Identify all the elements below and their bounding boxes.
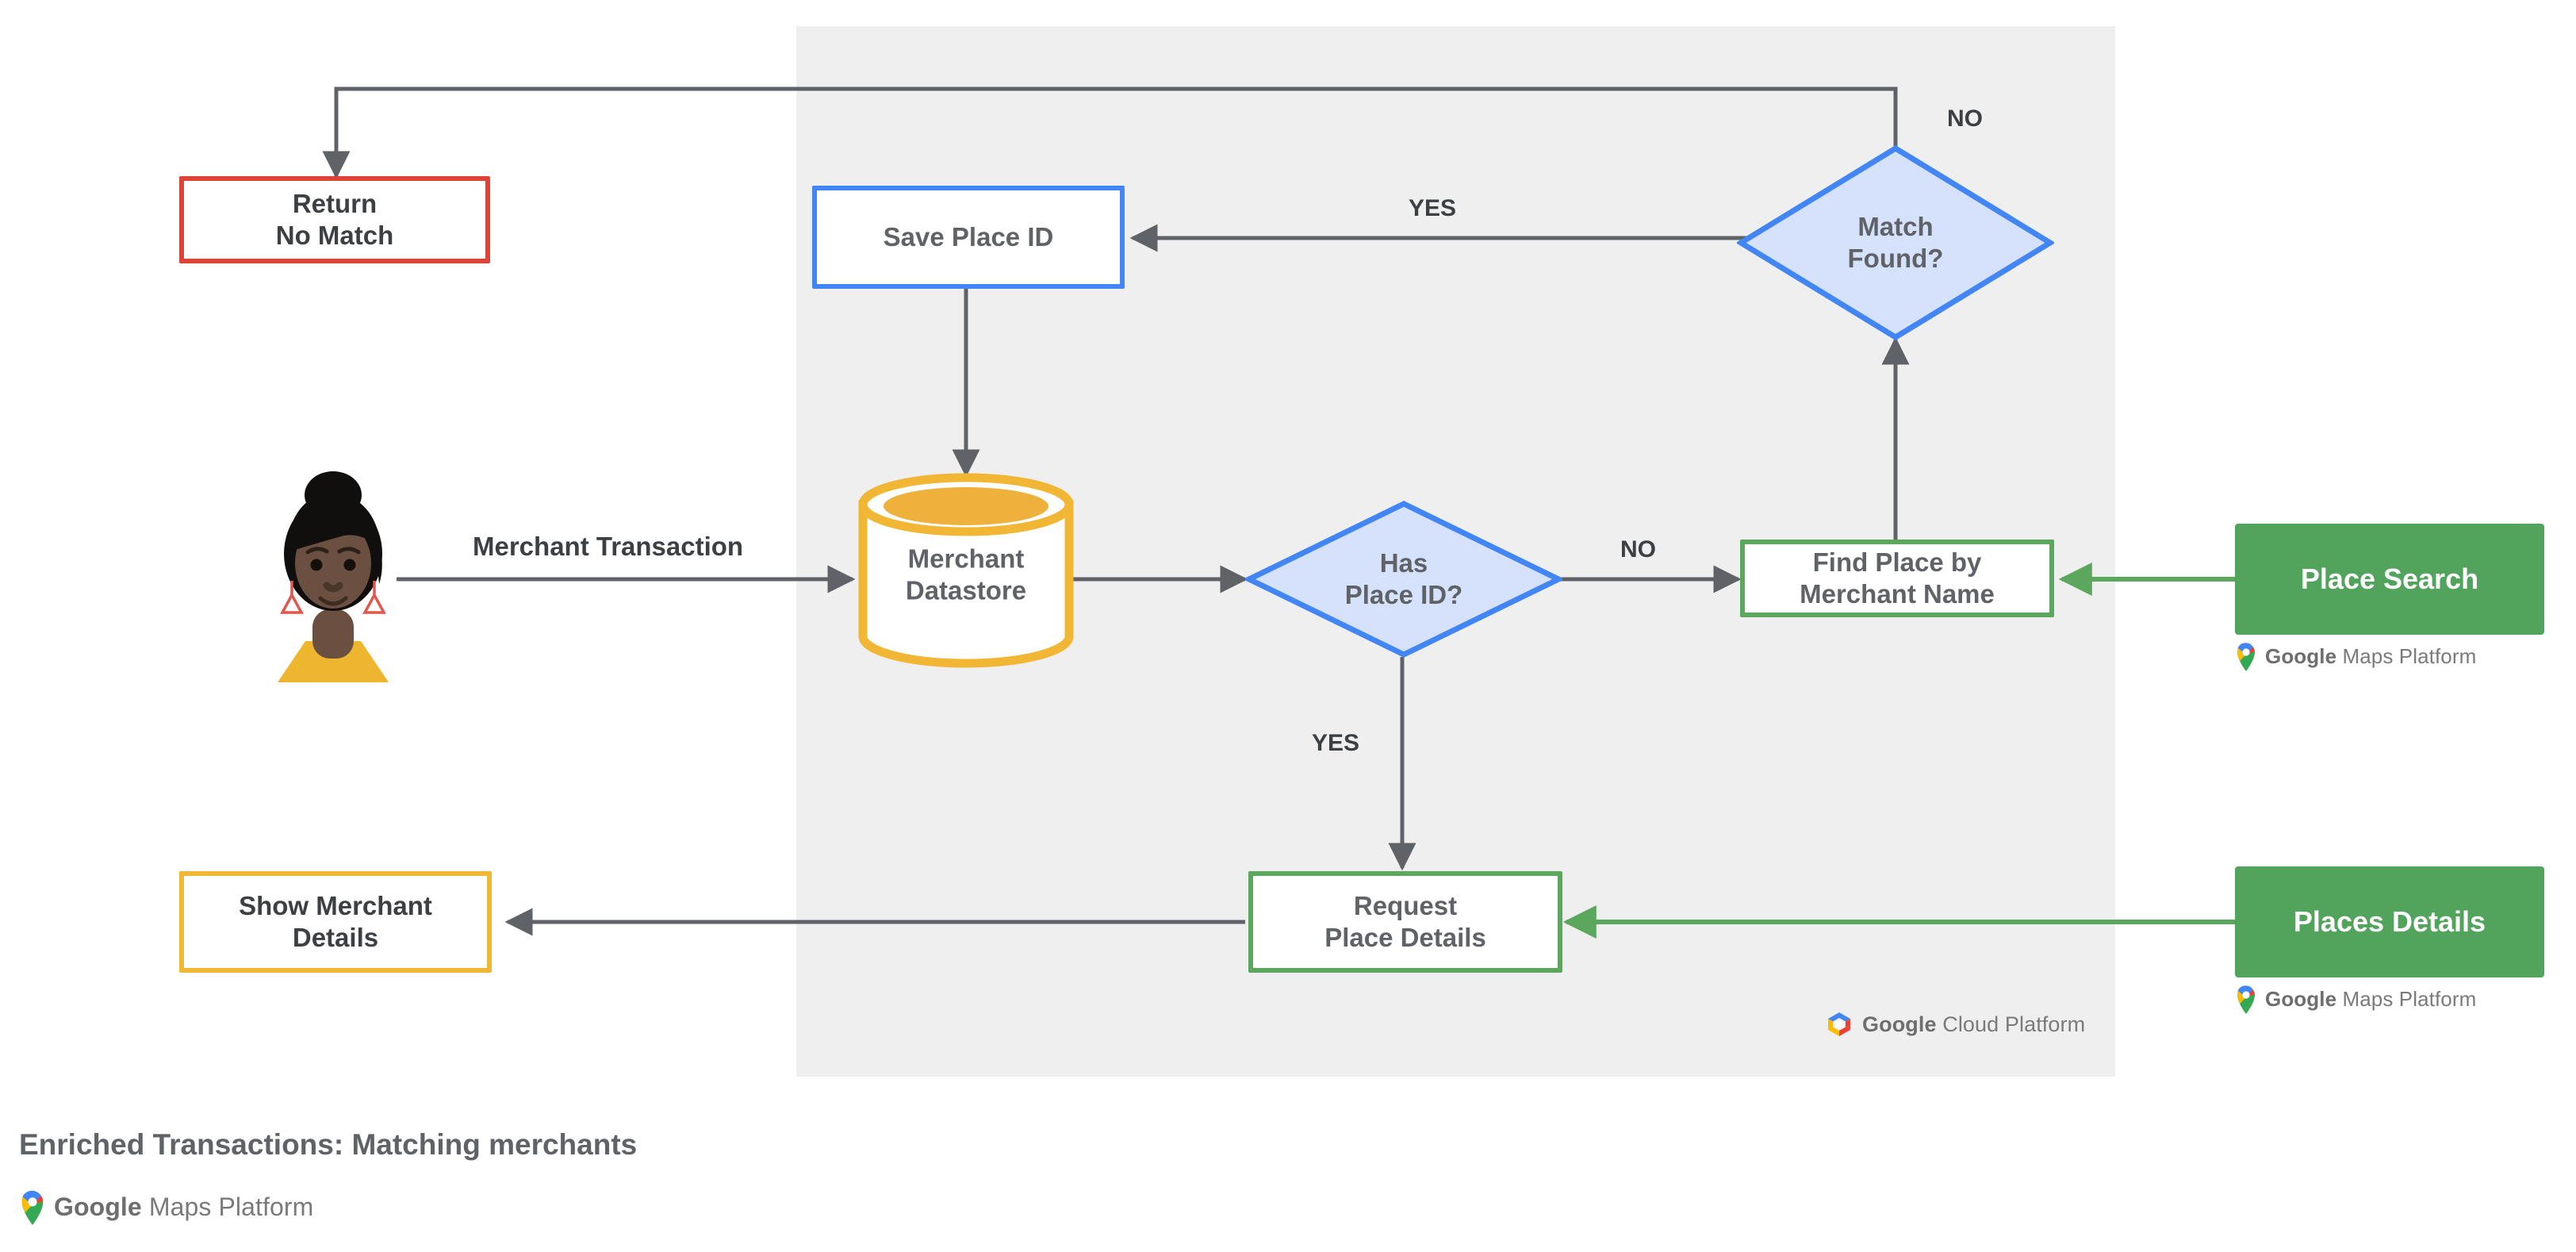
node-show-merchant-details[interactable]: Show Merchant Details xyxy=(179,871,492,973)
brand-word-cloud-platform: Cloud Platform xyxy=(1942,1012,2086,1036)
diagram-caption: Enriched Transactions: Matching merchant… xyxy=(19,1128,638,1161)
edge-label-has-place-id-yes: YES xyxy=(1312,730,1360,756)
brand-word-maps-platform: Maps Platform xyxy=(2342,986,2477,1011)
brand-google-cloud-platform: Google Cloud Platform xyxy=(1824,1009,2085,1039)
node-find-place-by-merchant-name-label: Find Place by Merchant Name xyxy=(1800,547,1995,609)
diamond-shape xyxy=(1737,144,2054,341)
node-return-no-match[interactable]: Return No Match xyxy=(179,176,490,263)
merchant-customer-avatar xyxy=(262,460,404,682)
brand-word-google: Google xyxy=(54,1192,142,1221)
edge-label-match-found-no: NO xyxy=(1947,106,1983,132)
node-match-found[interactable]: Match Found? xyxy=(1737,144,2054,341)
node-place-search-label: Place Search xyxy=(2300,563,2479,596)
google-cloud-hexagon-icon xyxy=(1828,1012,1850,1036)
node-request-place-details-label: Request Place Details xyxy=(1324,890,1486,952)
brand-word-google: Google xyxy=(2265,643,2337,668)
brand-word-google: Google xyxy=(2265,986,2337,1011)
edge-label-match-found-yes: YES xyxy=(1409,195,1457,221)
node-return-no-match-label: Return No Match xyxy=(275,188,394,250)
google-maps-pin-icon xyxy=(21,1190,44,1225)
node-find-place-by-merchant-name[interactable]: Find Place by Merchant Name xyxy=(1740,540,2054,617)
node-request-place-details[interactable]: Request Place Details xyxy=(1248,871,1562,973)
google-maps-pin-icon xyxy=(2237,643,2255,671)
diamond-shape xyxy=(1245,501,1562,658)
edge-label-has-place-id-no: NO xyxy=(1620,536,1656,563)
node-place-search[interactable]: Place Search xyxy=(2235,524,2544,635)
brand-word-maps-platform: Maps Platform xyxy=(148,1192,314,1221)
edge-label-merchant-transaction: Merchant Transaction xyxy=(473,532,744,561)
node-places-details-label: Places Details xyxy=(2293,905,2486,939)
node-places-details[interactable]: Places Details xyxy=(2235,866,2544,977)
node-save-place-id[interactable]: Save Place ID xyxy=(812,186,1125,289)
google-maps-pin-icon xyxy=(2237,985,2255,1014)
node-merchant-datastore[interactable]: Merchant Datastore xyxy=(858,473,1074,668)
brand-google-maps-platform-footer: Google Maps Platform xyxy=(19,1189,313,1225)
brand-google-maps-platform-place-search: Google Maps Platform xyxy=(2235,641,2476,671)
brand-word-google: Google xyxy=(1862,1012,1937,1036)
brand-word-maps-platform: Maps Platform xyxy=(2342,643,2477,668)
avatar-illustration xyxy=(278,471,389,682)
node-has-place-id[interactable]: Has Place ID? xyxy=(1245,500,1562,659)
cylinder-shape xyxy=(858,473,1074,668)
brand-google-maps-platform-places-details: Google Maps Platform xyxy=(2235,984,2476,1014)
node-save-place-id-label: Save Place ID xyxy=(883,221,1054,252)
node-show-merchant-details-label: Show Merchant Details xyxy=(239,890,432,952)
